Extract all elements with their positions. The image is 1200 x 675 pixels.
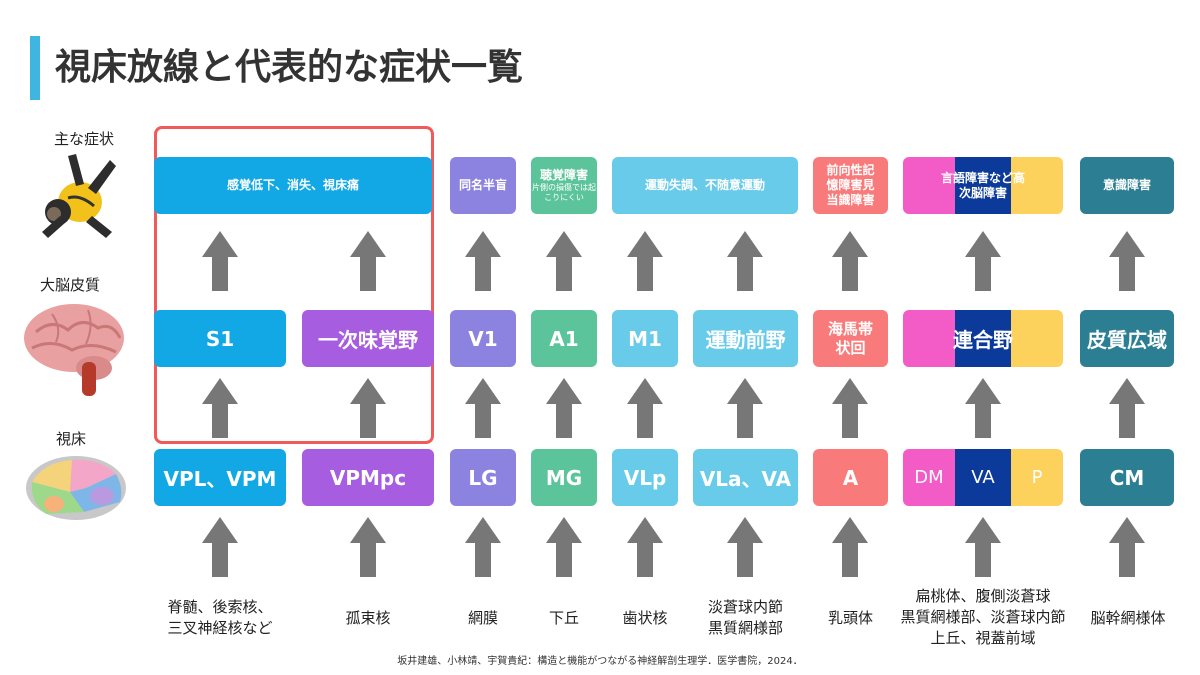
up-arrow-icon	[350, 378, 386, 438]
up-arrow-icon	[465, 517, 501, 577]
title-accent-bar	[30, 36, 40, 100]
source-colliculus: 下丘	[548, 609, 579, 627]
up-arrow-icon	[350, 231, 386, 291]
source-spinal: 脊髄、後索核、 三叉神経核など	[167, 598, 273, 637]
cortex-s1: S1	[154, 310, 286, 367]
up-arrow-icon	[627, 231, 663, 291]
up-arrow-icon	[727, 231, 763, 291]
highlight-frame	[154, 126, 434, 444]
thalamus-a: A	[813, 449, 888, 506]
up-arrow-icon	[965, 231, 1001, 291]
segment-pink	[903, 157, 955, 214]
up-arrow-icon	[727, 517, 763, 577]
symptom-sensory: 感覚低下、消失、視床痛	[154, 157, 432, 214]
symptom-hearing-label: 聴覚障害	[539, 168, 588, 182]
cortex-cingulate: 海馬帯状回	[813, 310, 888, 367]
source-dentate: 歯状核	[622, 609, 668, 627]
up-arrow-icon	[350, 517, 386, 577]
thalamus-va: VA	[955, 449, 1011, 506]
cortex-a1: A1	[531, 310, 597, 367]
up-arrow-icon	[965, 517, 1001, 577]
source-amygdala: 扁桃体、腹側淡蒼球 黒質網様部、淡蒼球内節 上丘、視蓋前域	[900, 587, 1066, 647]
thalamus-vpmpc: VPMpc	[302, 449, 434, 506]
up-arrow-icon	[1109, 378, 1145, 438]
up-arrow-icon	[727, 378, 763, 438]
segment-navy	[955, 310, 1011, 367]
up-arrow-icon	[546, 231, 582, 291]
cortex-premotor: 運動前野	[693, 310, 798, 367]
cortex-gustatory: 一次味覚野	[302, 310, 434, 367]
up-arrow-icon	[627, 378, 663, 438]
citation: 坂井建雄、小林靖、宇賀貴紀：構造と機能がつながる神経解剖生理学．医学書院，202…	[397, 656, 803, 667]
symptom-language: 言語障害など高次脳障害	[940, 170, 1025, 200]
symptom-vision: 同名半盲	[450, 157, 516, 214]
thalamus-lg: LG	[450, 449, 516, 506]
up-arrow-icon	[832, 378, 868, 438]
source-mammillary: 乳頭体	[827, 609, 873, 627]
row-label-cortex: 大脳皮質	[40, 276, 101, 294]
cortex-association: 連合野	[953, 328, 1013, 352]
symptom-hearing-note: 片側の損傷では起こりにくい	[532, 183, 596, 202]
up-arrow-icon	[832, 517, 868, 577]
symptom-consciousness: 意識障害	[1080, 157, 1174, 214]
row-label-symptoms: 主な症状	[54, 130, 115, 148]
up-arrow-icon	[546, 517, 582, 577]
thalamus-dm: DM	[903, 449, 955, 506]
up-arrow-icon	[465, 231, 501, 291]
source-solitary: 孤束核	[345, 609, 391, 627]
row-label-thalamus: 視床	[56, 430, 87, 448]
page-title: 視床放線と代表的な症状一覧	[55, 47, 524, 88]
cortex-wide: 皮質広域	[1080, 310, 1174, 367]
segment-pink	[903, 310, 955, 367]
up-arrow-icon	[546, 378, 582, 438]
thalamus-nuclei-illustration	[26, 456, 126, 520]
up-arrow-icon	[627, 517, 663, 577]
symptom-motor: 運動失調、不随意運動	[612, 157, 798, 214]
cortex-m1: M1	[612, 310, 678, 367]
up-arrow-icon	[202, 231, 238, 291]
segment-yellow	[1011, 157, 1063, 214]
falling-gorilla-illustration	[42, 154, 116, 238]
segment-navy	[955, 157, 1011, 214]
cortex-v1: V1	[450, 310, 516, 367]
segment-yellow	[1011, 310, 1063, 367]
symptom-memory: 前向性記憶障害見当識障害	[813, 157, 888, 214]
source-pallidus: 淡蒼球内節 黒質網様部	[707, 598, 783, 637]
thalamus-mg: MG	[531, 449, 597, 506]
brain-illustration	[24, 304, 124, 396]
thalamus-p: P	[1011, 449, 1063, 506]
symptom-language-box: 言語障害など高次脳障害	[903, 157, 1063, 214]
up-arrow-icon	[1109, 517, 1145, 577]
thalamus-vpl-vpm: VPL、VPM	[154, 449, 286, 506]
symptom-hearing: 聴覚障害 片側の損傷では起こりにくい	[531, 157, 597, 214]
thalamus-vlp: VLp	[612, 449, 678, 506]
source-retina: 網膜	[467, 609, 498, 627]
up-arrow-icon	[965, 378, 1001, 438]
source-reticular: 脳幹網様体	[1090, 609, 1166, 627]
thalamus-vla-va: VLa、VA	[693, 449, 798, 506]
up-arrow-icon	[832, 231, 868, 291]
cortex-association-box: 連合野	[903, 310, 1063, 367]
up-arrow-icon	[465, 378, 501, 438]
up-arrow-icon	[202, 517, 238, 577]
up-arrow-icon	[1109, 231, 1145, 291]
up-arrow-icon	[202, 378, 238, 438]
thalamus-cm: CM	[1080, 449, 1174, 506]
